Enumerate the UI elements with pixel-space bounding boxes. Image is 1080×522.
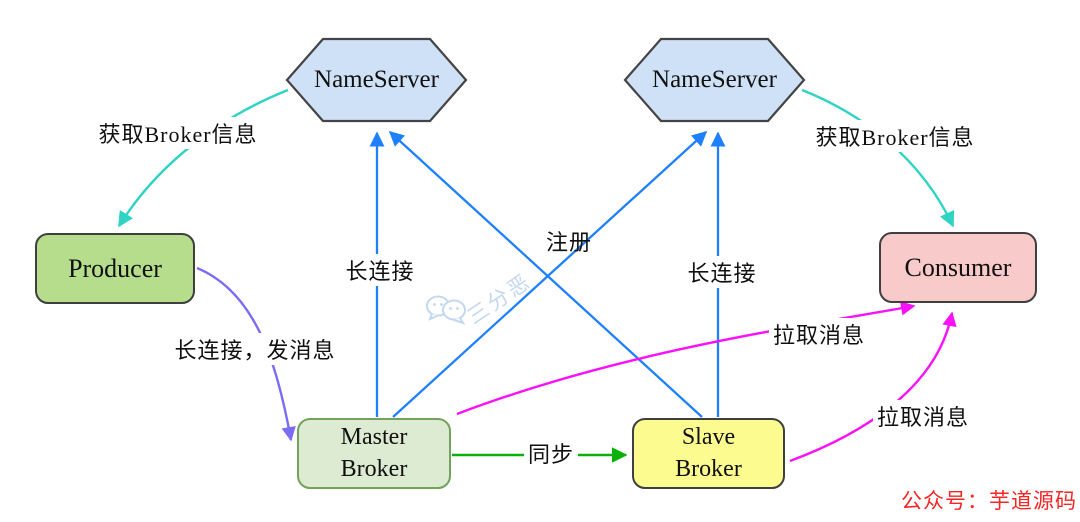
edge-get-broker-info-producer [117,88,289,228]
nameserver-left-hexagon [285,37,468,123]
edge-label-get-broker-info-right: 获取Broker信息 [811,120,979,152]
edge-label-long-connection-left: 长连接 [341,254,419,286]
edge-label-long-connection-right: 长连接 [683,256,761,288]
nameserver-right-label: NameServer [652,66,777,93]
watermark: 三分恶 [425,255,545,335]
node-producer: Producer [35,233,195,304]
master-broker-label: Master Broker [340,423,408,482]
node-nameserver-left: NameServer [287,38,466,122]
node-master-broker: Master Broker [297,418,451,489]
producer-label: Producer [68,253,162,283]
edge-label-pull-message-master: 拉取消息 [768,318,870,350]
edge-label-long-connection-send: 长连接，发消息 [170,333,340,365]
nameserver-right-hexagon [623,37,806,123]
edge-register-master-right-ns [392,130,708,418]
edge-label-sync: 同步 [523,437,579,469]
edge-label-get-broker-info-left: 获取Broker信息 [94,117,262,149]
consumer-label: Consumer [904,252,1012,282]
edge-label-pull-message-slave: 拉取消息 [872,400,974,432]
edge-label-register: 注册 [545,230,593,255]
node-consumer: Consumer [879,232,1037,303]
node-slave-broker: Slave Broker [632,418,785,489]
slave-broker-label: Slave Broker [675,423,742,482]
footer-note: 公众号：芋道源码 [901,489,1077,513]
edge-get-broker-info-consumer [801,88,955,228]
edge-pull-message-master-consumer [456,301,916,416]
wechat-bubbles-icon [426,295,466,325]
edge-register-slave-left-ns [388,130,703,418]
nameserver-left-label: NameServer [314,66,439,93]
node-nameserver-right: NameServer [625,38,804,122]
